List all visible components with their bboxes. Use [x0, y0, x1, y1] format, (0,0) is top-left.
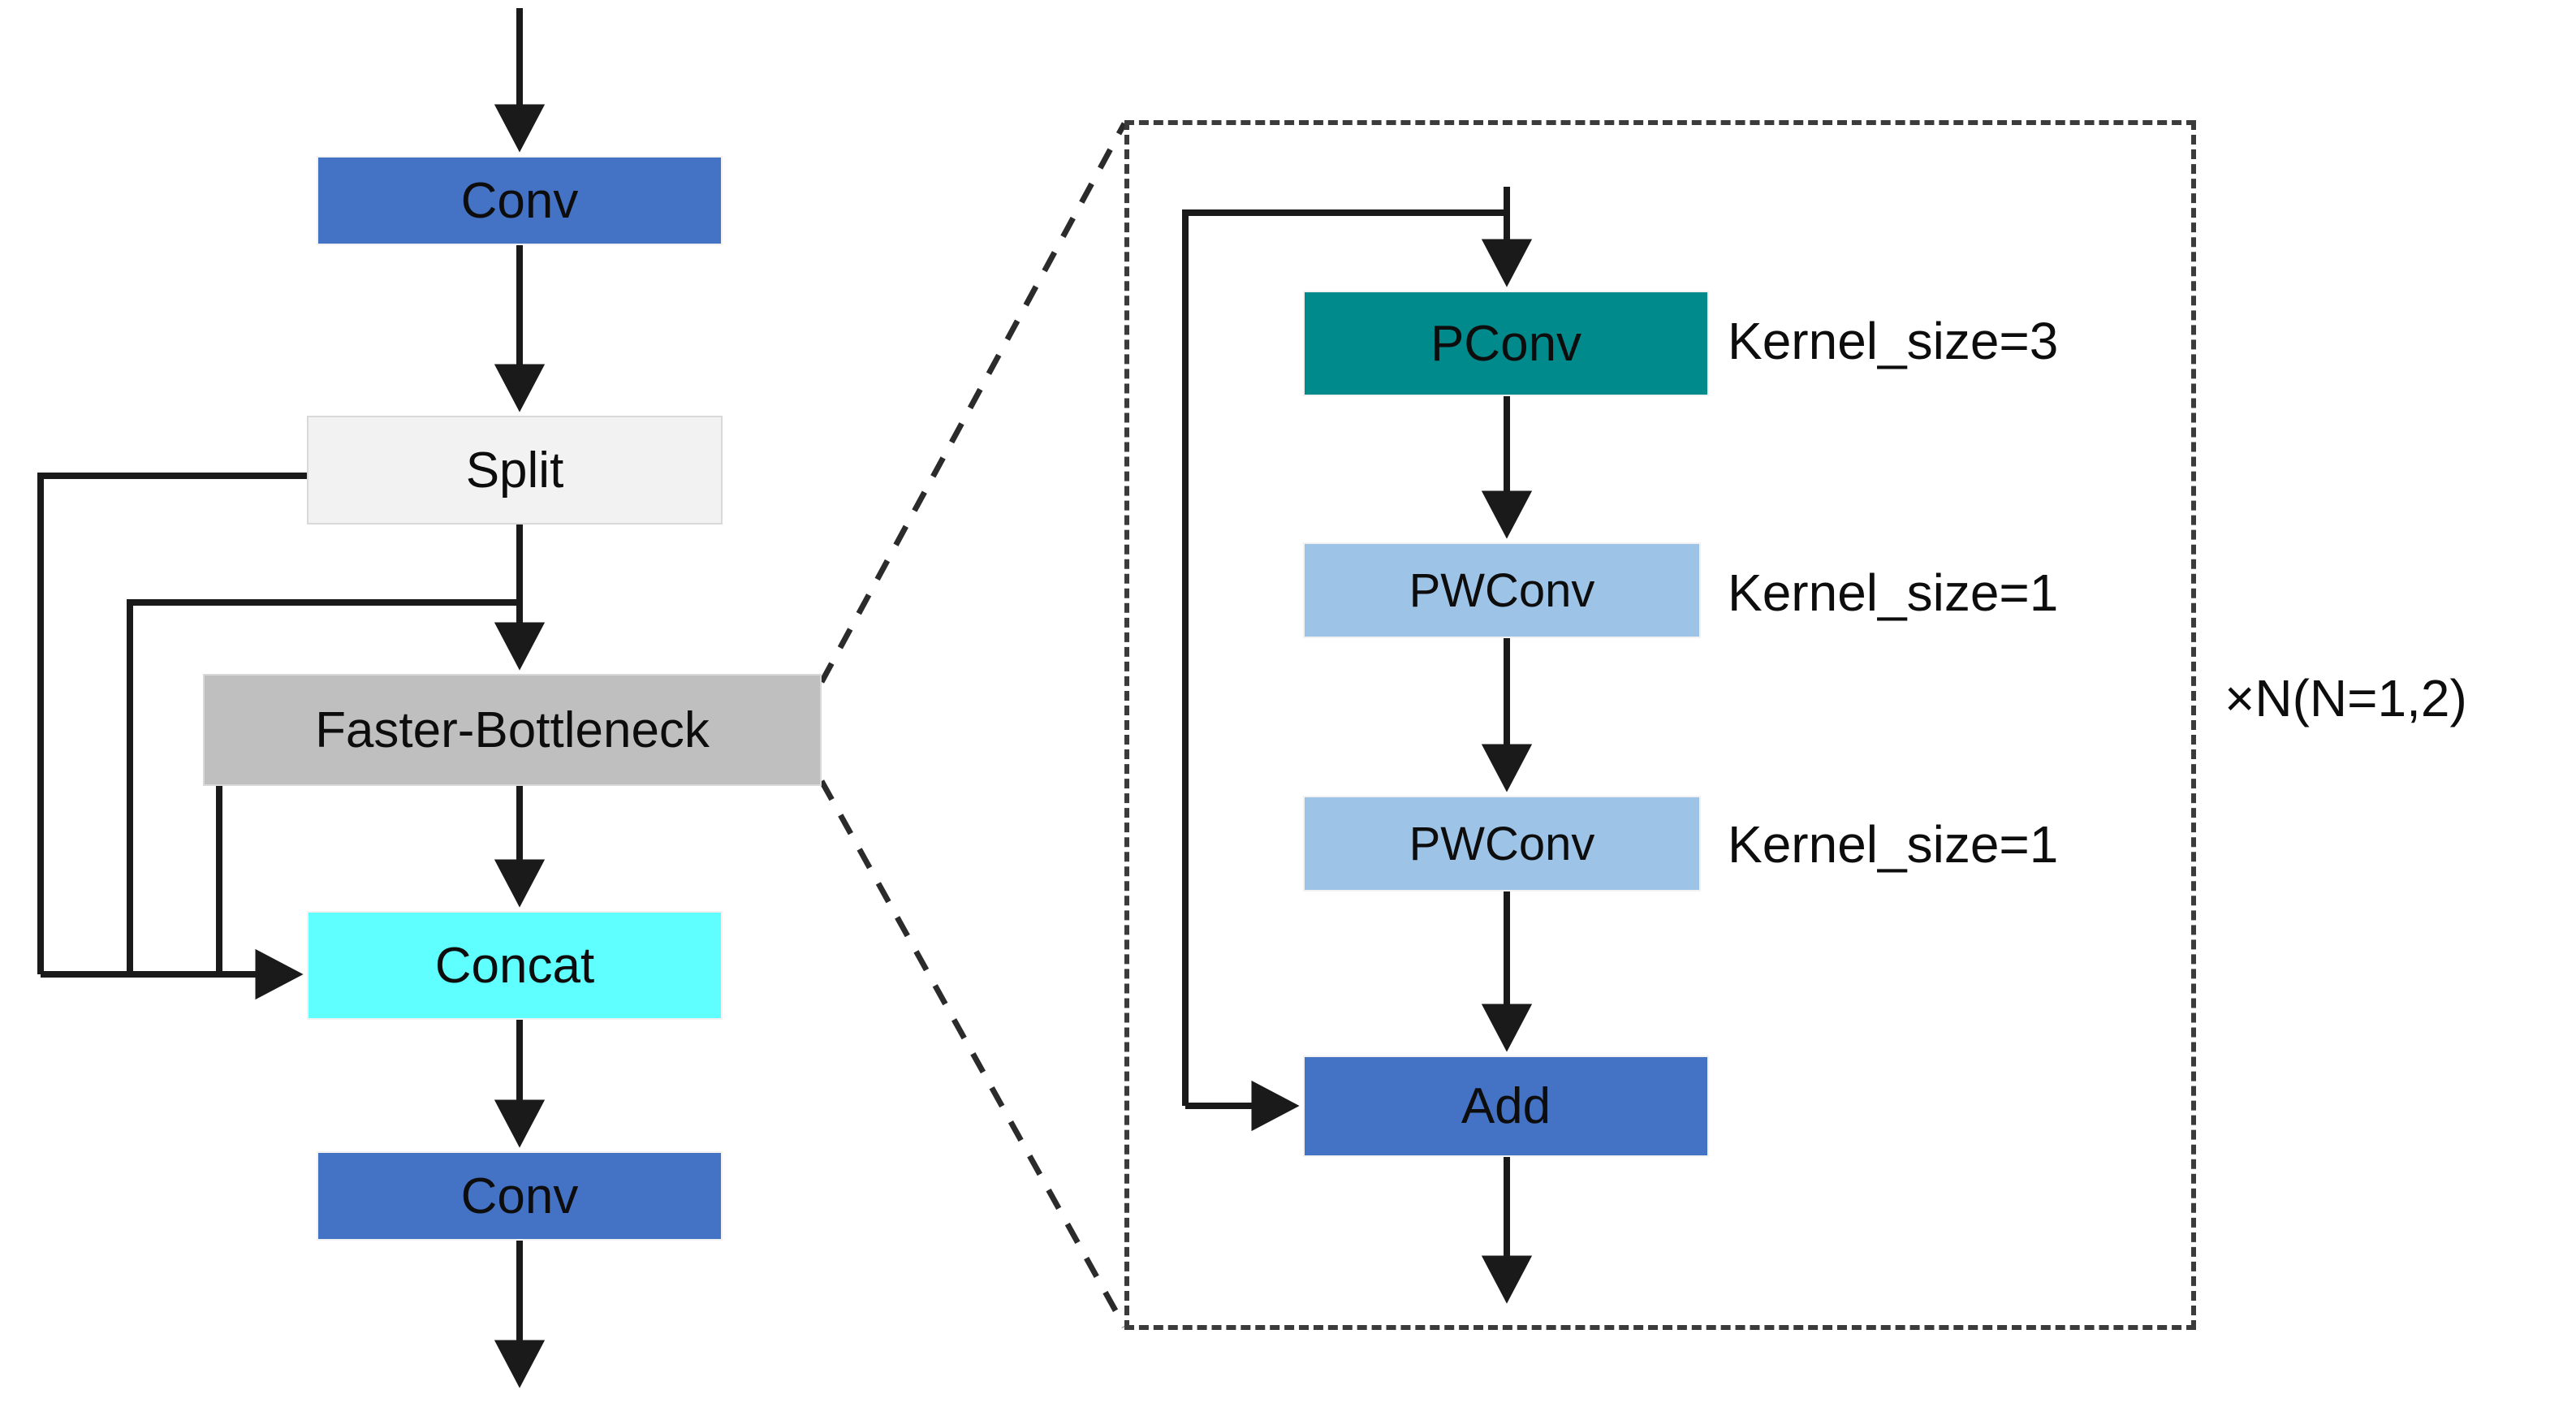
block-conv-bottom[interactable]: Conv [317, 1151, 723, 1241]
block-conv-top-label: Conv [460, 172, 579, 229]
block-faster-bottleneck[interactable]: Faster-Bottleneck [203, 674, 822, 786]
block-split-label: Split [465, 442, 564, 499]
block-pwconv-1[interactable]: PWConv [1303, 542, 1701, 638]
annotation-repeat-count: ×N(N=1,2) [2224, 669, 2467, 727]
block-add[interactable]: Add [1303, 1055, 1709, 1157]
annotation-kernel-size-pwconv-1: Kernel_size=1 [1728, 563, 2059, 622]
annotation-kernel-size-pwconv-2: Kernel_size=1 [1728, 815, 2059, 874]
block-faster-bottleneck-label: Faster-Bottleneck [315, 702, 710, 758]
block-concat[interactable]: Concat [307, 911, 723, 1020]
block-add-label: Add [1461, 1078, 1551, 1134]
expand-connector-top [818, 122, 1128, 684]
block-concat-label: Concat [434, 937, 595, 994]
block-pwconv-2[interactable]: PWConv [1303, 796, 1701, 891]
block-conv-bottom-label: Conv [460, 1168, 579, 1224]
block-split[interactable]: Split [307, 416, 723, 525]
block-pwconv-2-label: PWConv [1409, 817, 1595, 870]
block-pwconv-1-label: PWConv [1409, 563, 1595, 617]
edge-skip-split-left-to-concat [37, 473, 307, 974]
block-conv-top[interactable]: Conv [317, 156, 723, 245]
faster-bottleneck-detail-box [1124, 120, 2196, 1330]
block-pconv[interactable]: PConv [1303, 291, 1709, 396]
block-pconv-label: PConv [1430, 315, 1582, 372]
edge-skip-split-stem-to-concat [127, 599, 520, 974]
edge-residual-tap [1182, 209, 1507, 1106]
annotation-kernel-size-pconv: Kernel_size=3 [1728, 312, 2059, 370]
expand-connector-bottom [818, 779, 1128, 1328]
